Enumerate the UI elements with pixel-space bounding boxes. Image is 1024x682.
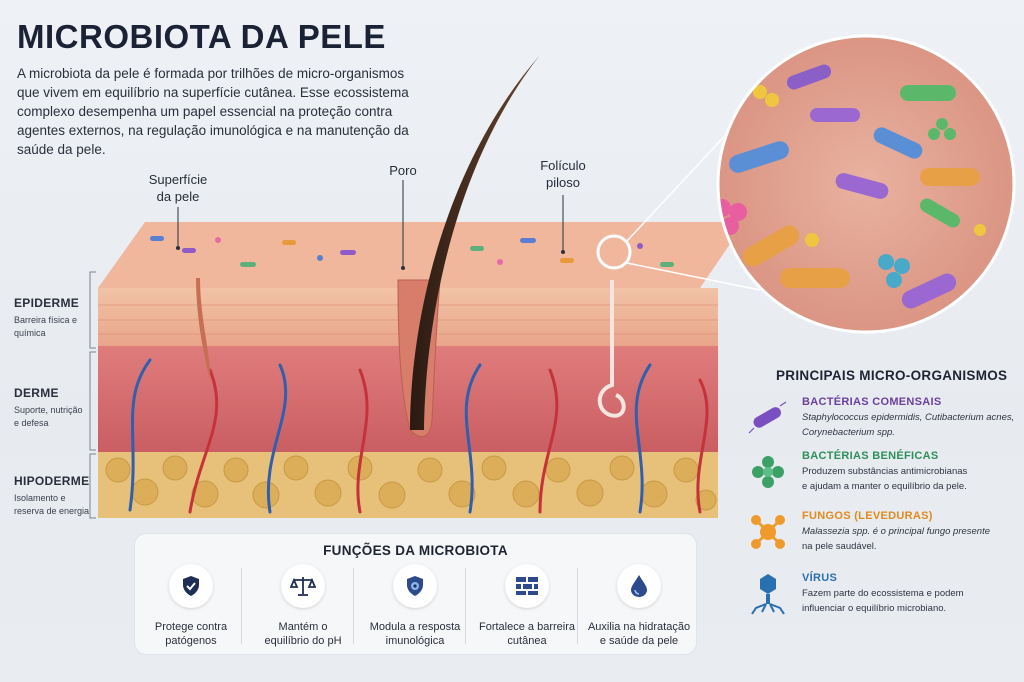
organisms-title: PRINCIPAIS MICRO-ORGANISMOS: [776, 368, 1008, 383]
scale-icon: [281, 564, 325, 608]
brick-wall-icon: [505, 564, 549, 608]
rod-bacteria-icon: [746, 396, 790, 440]
page-title: MICROBIOTA DA PELE: [17, 18, 386, 55]
organism-beneficial-bacteria: BACTÉRIAS BENÉFICAS Produzem substâncias…: [746, 450, 1016, 494]
skin-surface: [98, 222, 745, 288]
label-hair-follicle: Folículo piloso: [540, 158, 586, 190]
immune-shield-icon: [393, 564, 437, 608]
pore: [196, 278, 211, 380]
zoom-view: [718, 36, 1014, 332]
shield-check-icon: [169, 564, 213, 608]
hair-shaft: [410, 55, 540, 430]
label-skin-surface: Superfície da pele: [148, 172, 208, 204]
yeast-icon: [746, 510, 790, 554]
cocci-cluster-icon: [746, 450, 790, 494]
organism-fungi: FUNGOS (LEVEDURAS) Malassezia spp. é o p…: [746, 510, 1016, 554]
organism-virus: VÍRUS Fazem parte do ecossistema e podem…: [746, 572, 1016, 616]
sweat-gland: [597, 280, 626, 418]
zoom-source-circle: [596, 234, 632, 270]
virus-icon: [746, 572, 790, 616]
water-drop-icon: [617, 564, 661, 608]
functions-title: FUNÇÕES DA MICROBIOTA: [323, 543, 508, 558]
organism-commensal-bacteria: BACTÉRIAS COMENSAIS Staphylococcus epide…: [746, 396, 1016, 440]
intro-text: A microbiota da pele é formada por trilh…: [17, 66, 409, 157]
label-pore: Poro: [389, 163, 417, 178]
surface-microbes: [150, 236, 674, 267]
